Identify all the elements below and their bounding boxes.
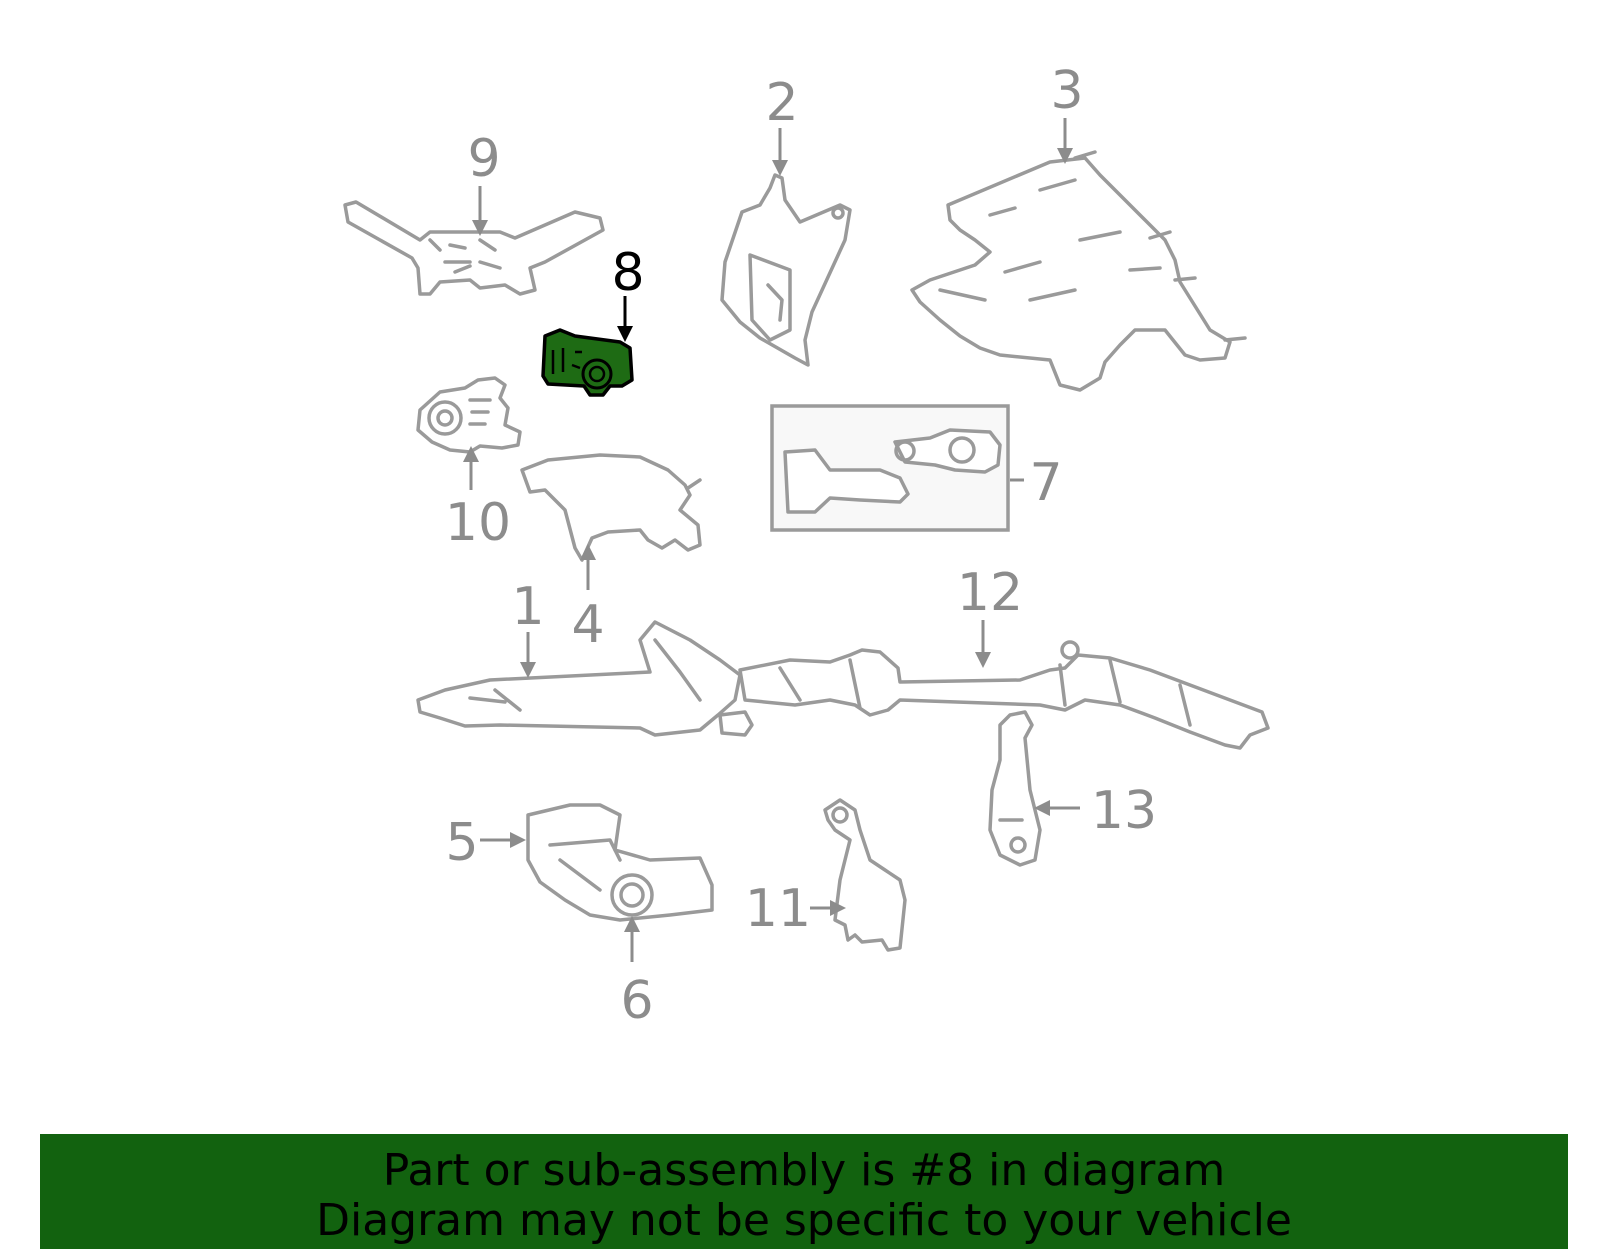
banner-line-1: Part or sub-assembly is #8 in diagram: [382, 1145, 1226, 1196]
callout-12[interactable]: 12: [957, 563, 1023, 623]
part-12-intermediate-shaft[interactable]: [738, 640, 1270, 750]
callout-3[interactable]: 3: [1050, 61, 1083, 121]
banner-line-2: Diagram may not be specific to your vehi…: [316, 1195, 1292, 1246]
leader-arrows: [463, 118, 1080, 962]
part-5-lower-shroud[interactable]: [526, 803, 714, 922]
part-7-lock-cylinder-kit[interactable]: [770, 404, 1010, 532]
part-9-combination-switch[interactable]: [343, 200, 605, 296]
callout-2[interactable]: 2: [765, 73, 798, 133]
part-13-brace[interactable]: [988, 710, 1042, 867]
callout-1[interactable]: 1: [511, 577, 544, 637]
callout-6[interactable]: 6: [620, 971, 653, 1031]
callout-13[interactable]: 13: [1091, 781, 1157, 841]
part-11-bracket[interactable]: [823, 798, 907, 952]
part-10-switch-housing[interactable]: [416, 376, 522, 454]
callout-7[interactable]: 7: [1029, 453, 1062, 513]
part-2-bracket[interactable]: [720, 173, 852, 367]
callout-5[interactable]: 5: [445, 813, 478, 873]
callout-9[interactable]: 9: [467, 129, 500, 189]
info-banner: Part or sub-assembly is #8 in diagram Di…: [40, 1134, 1568, 1249]
part-3-upper-bracket[interactable]: [910, 150, 1247, 392]
callout-labels: 2 3 9 8 10 4 7 1 12 13 5 6 11: [445, 61, 1157, 1031]
callout-11[interactable]: 11: [745, 879, 811, 939]
part-6-ignition-bezel[interactable]: [610, 873, 654, 917]
callout-4[interactable]: 4: [571, 595, 604, 655]
part-8-ignition-switch[interactable]: [541, 328, 634, 397]
part-1-steering-column[interactable]: [416, 620, 754, 737]
callout-10[interactable]: 10: [445, 493, 511, 553]
part-4-column-shroud[interactable]: [520, 453, 702, 562]
callout-8[interactable]: 8: [611, 243, 644, 303]
